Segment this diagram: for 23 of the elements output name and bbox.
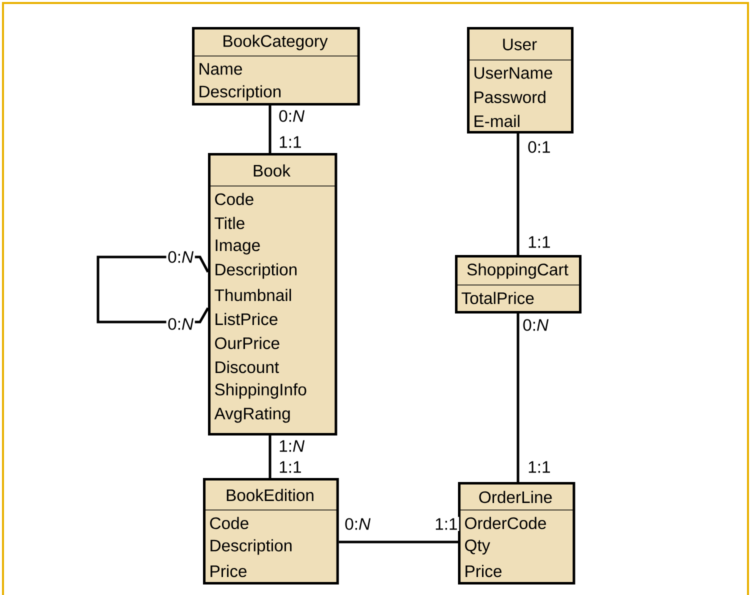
cardinality-label: 1:1 [277, 460, 304, 474]
entity-box: User UserName Password E-mail [466, 27, 574, 134]
cardinality-label: 1:1 [277, 134, 304, 150]
relationship-line [268, 436, 272, 478]
cardinality-label: 0:N [166, 250, 195, 264]
cardinality-label: 0:1 [526, 140, 552, 154]
cardinality-label: 1:1 [526, 234, 552, 250]
cardinality-label: 0:N [166, 316, 195, 332]
entity-box: OrderLine OrderCode Qty Price [458, 482, 576, 585]
cardinality-label: 0:N [277, 108, 306, 124]
entity-box: BookCategory Name Description [192, 27, 360, 106]
entity-box: ShoppingCart TotalPrice [454, 255, 582, 314]
relationship-line [516, 134, 520, 255]
cardinality-label: 1:1 [526, 460, 552, 474]
entity-box: BookEdition Code Description Price [202, 478, 339, 585]
relationship-line [268, 106, 272, 153]
cardinality-label: 0:N [343, 516, 372, 532]
cardinality-label: 1:N [277, 438, 306, 454]
entity-box: Book Code Title Image Description Thumbnail ListPrice OurPrice Discount ShippingInfo AvgRating [208, 153, 338, 436]
relationship-line [338, 540, 458, 544]
cardinality-label: 1:1 [433, 516, 460, 532]
cardinality-label: 0:N [521, 318, 550, 332]
relationship-line [516, 314, 520, 482]
